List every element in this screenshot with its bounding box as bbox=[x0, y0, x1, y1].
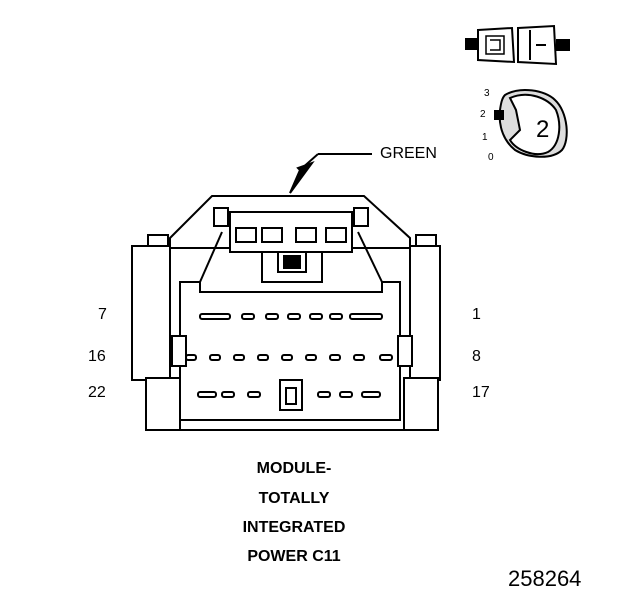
position-scale-0: 0 bbox=[488, 152, 494, 163]
caption-line-3: INTEGRATED bbox=[242, 519, 346, 536]
pin-row-1 bbox=[199, 313, 383, 320]
pin-label-7: 7 bbox=[98, 306, 107, 323]
caption-line-1: MODULE- bbox=[256, 460, 332, 477]
position-selected-number: 2 bbox=[536, 116, 550, 143]
pin-label-1: 1 bbox=[472, 306, 481, 323]
caption-line-4: POWER C11 bbox=[247, 548, 341, 565]
pin-label-16: 16 bbox=[88, 348, 106, 365]
caption-line-2: TOTALLY bbox=[258, 490, 330, 507]
position-scale-3: 3 bbox=[484, 88, 490, 99]
position-scale-2: 2 bbox=[480, 109, 486, 120]
connector-side-view-icon bbox=[465, 24, 570, 66]
figure-id: 258264 bbox=[508, 566, 582, 591]
connector-body bbox=[131, 195, 441, 431]
green-callout-label: GREEN bbox=[380, 145, 437, 162]
pin-label-22: 22 bbox=[88, 384, 106, 401]
position-indicator-icon bbox=[494, 88, 568, 158]
pin-row-3 bbox=[197, 379, 381, 411]
pin-row-2 bbox=[185, 354, 393, 361]
pin-label-17: 17 bbox=[472, 384, 490, 401]
green-callout-leader bbox=[289, 153, 372, 194]
position-scale-1: 1 bbox=[482, 132, 488, 143]
pin-label-8: 8 bbox=[472, 348, 481, 365]
